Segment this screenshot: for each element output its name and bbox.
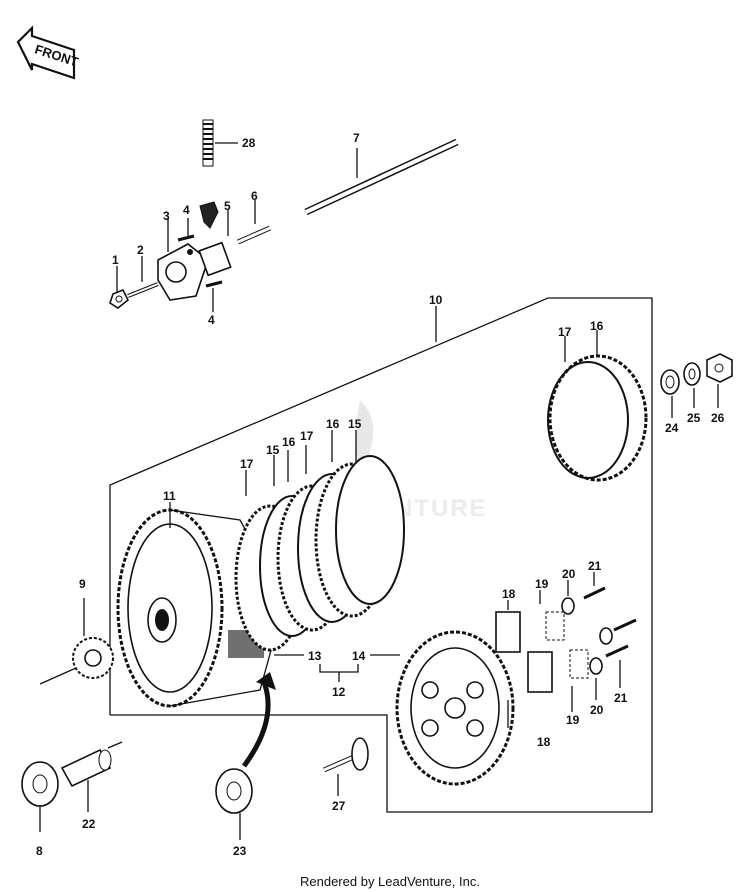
callout-13: 13 xyxy=(308,649,322,663)
callout-28: 28 xyxy=(242,136,256,150)
springs-bolts xyxy=(495,572,637,728)
washer-8-collar-22 xyxy=(21,741,123,832)
callout-17b: 17 xyxy=(300,429,314,443)
callout-18b: 18 xyxy=(537,735,551,749)
callout-27: 27 xyxy=(332,799,346,813)
callout-18a: 18 xyxy=(502,587,516,601)
callout-17c: 17 xyxy=(558,325,572,339)
callout-24: 24 xyxy=(665,421,679,435)
callout-9: 9 xyxy=(79,577,86,591)
callout-4a: 4 xyxy=(183,203,190,217)
callout-10: 10 xyxy=(429,293,443,307)
callout-21b: 21 xyxy=(614,691,628,705)
callout-11: 11 xyxy=(163,489,176,503)
callout-3: 3 xyxy=(163,209,170,223)
callout-16a: 16 xyxy=(282,435,296,449)
callout-15a: 15 xyxy=(266,443,280,457)
rod-7 xyxy=(304,138,459,216)
washers-nut xyxy=(660,353,733,418)
callout-4b: 4 xyxy=(208,313,215,327)
callout-1: 1 xyxy=(112,253,119,267)
callout-2: 2 xyxy=(137,243,144,257)
callout-12: 12 xyxy=(332,685,346,699)
callout-19b: 19 xyxy=(566,713,580,727)
callout-22: 22 xyxy=(82,817,96,831)
plate-stack xyxy=(234,430,405,652)
callout-8: 8 xyxy=(36,844,43,858)
callout-14: 14 xyxy=(352,649,366,663)
callout-20b: 20 xyxy=(590,703,604,717)
callout-5: 5 xyxy=(224,199,231,213)
clutch-housing-11 xyxy=(116,502,286,708)
assembly-bracket xyxy=(109,297,653,813)
callout-17a: 17 xyxy=(240,457,254,471)
pressure-plate-14 xyxy=(370,630,515,786)
watermark-text: NTURE xyxy=(395,495,488,522)
callout-15b: 15 xyxy=(348,417,362,431)
outer-plates xyxy=(547,330,648,482)
sprocket-9 xyxy=(39,598,114,685)
spring-28 xyxy=(202,119,238,167)
callout-7: 7 xyxy=(353,131,360,145)
callout-6: 6 xyxy=(251,189,258,203)
credit-text: Rendered by LeadVenture, Inc. xyxy=(300,874,480,889)
pushrod-27 xyxy=(322,737,369,796)
callout-25: 25 xyxy=(687,411,701,425)
callout-19a: 19 xyxy=(535,577,549,591)
front-arrow-icon: FRONT xyxy=(16,25,80,80)
callout-21a: 21 xyxy=(588,559,602,573)
callout-26: 26 xyxy=(711,411,725,425)
release-mechanism xyxy=(109,200,272,312)
callout-20a: 20 xyxy=(562,567,576,581)
washer-23 xyxy=(215,672,276,840)
callout-23: 23 xyxy=(233,844,247,858)
callout-16b: 16 xyxy=(326,417,340,431)
callout-16c: 16 xyxy=(590,319,604,333)
